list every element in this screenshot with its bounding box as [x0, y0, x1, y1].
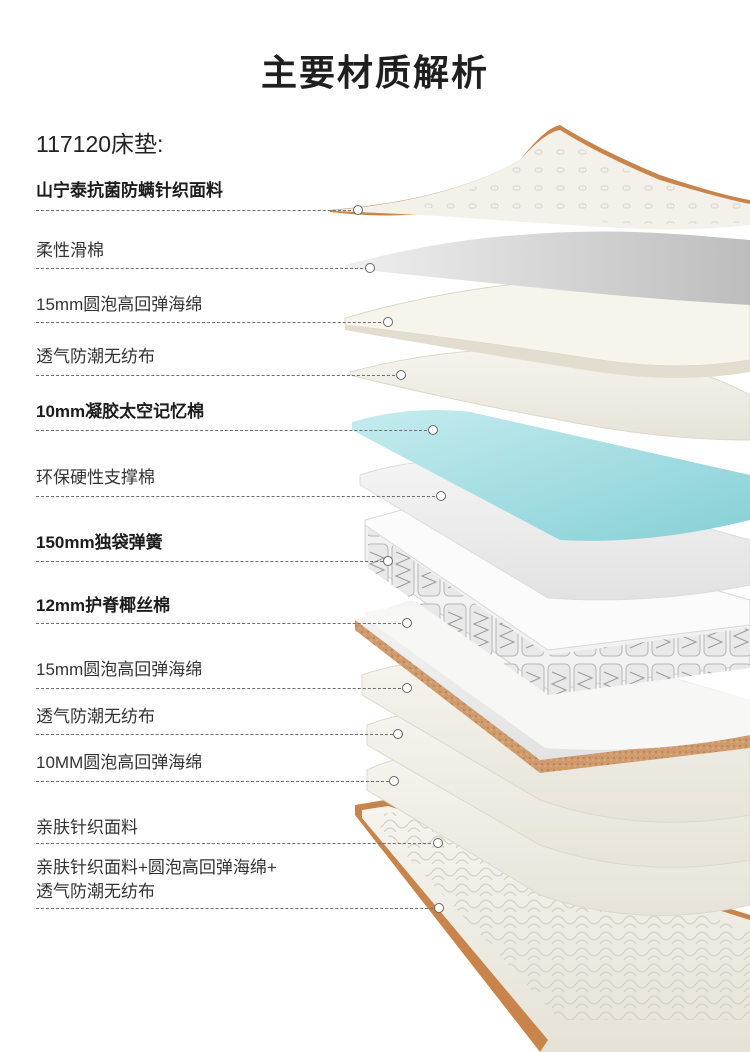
- mattress-model-label: 117120床垫:: [36, 131, 164, 157]
- leader-line: [36, 908, 438, 909]
- leader-line: [36, 843, 436, 844]
- leader-line: [36, 268, 368, 269]
- leader-line: [36, 781, 394, 782]
- layer-label: 10mm凝胶太空记忆棉: [36, 402, 205, 421]
- callout-dot: [389, 776, 399, 786]
- callout-dot: [434, 903, 444, 913]
- layer-label: 15mm圆泡高回弹海绵: [36, 295, 203, 314]
- leader-line: [36, 496, 440, 497]
- callout-dot: [396, 370, 406, 380]
- leader-line: [36, 322, 386, 323]
- callout-dot: [383, 317, 393, 327]
- leader-line: [36, 688, 406, 689]
- layer-label: 透气防潮无纺布: [36, 707, 155, 726]
- leader-line: [36, 210, 356, 211]
- callout-dot: [393, 729, 403, 739]
- layer-label: 亲肤针织面料: [36, 818, 138, 837]
- callout-dot: [402, 683, 412, 693]
- layer-label: 山宁泰抗菌防螨针织面料: [36, 181, 223, 200]
- callout-dot: [433, 838, 443, 848]
- leader-line: [36, 734, 398, 735]
- callout-dot: [365, 263, 375, 273]
- layer-label: 环保硬性支撑棉: [36, 468, 155, 487]
- page-title: 主要材质解析: [260, 52, 489, 93]
- layer-label: 10MM圆泡高回弹海绵: [36, 753, 203, 772]
- layer-label: 柔性滑棉: [36, 241, 104, 260]
- callout-dot: [428, 425, 438, 435]
- leader-line: [36, 430, 432, 431]
- leader-line: [36, 561, 388, 562]
- callout-dot: [436, 491, 446, 501]
- callout-dot: [353, 205, 363, 215]
- leader-line: [36, 623, 406, 624]
- layer-label: 150mm独袋弹簧: [36, 533, 163, 552]
- layer-label: 透气防潮无纺布: [36, 347, 155, 366]
- leader-line: [36, 375, 400, 376]
- callout-dot: [402, 618, 412, 628]
- layer-label: 亲肤针织面料+圆泡高回弹海绵+: [36, 858, 277, 877]
- layer-label: 15mm圆泡高回弹海绵: [36, 660, 203, 679]
- layer-label: 12mm护脊椰丝棉: [36, 596, 171, 615]
- layer-label-line2: 透气防潮无纺布: [36, 882, 155, 901]
- callout-dot: [383, 556, 393, 566]
